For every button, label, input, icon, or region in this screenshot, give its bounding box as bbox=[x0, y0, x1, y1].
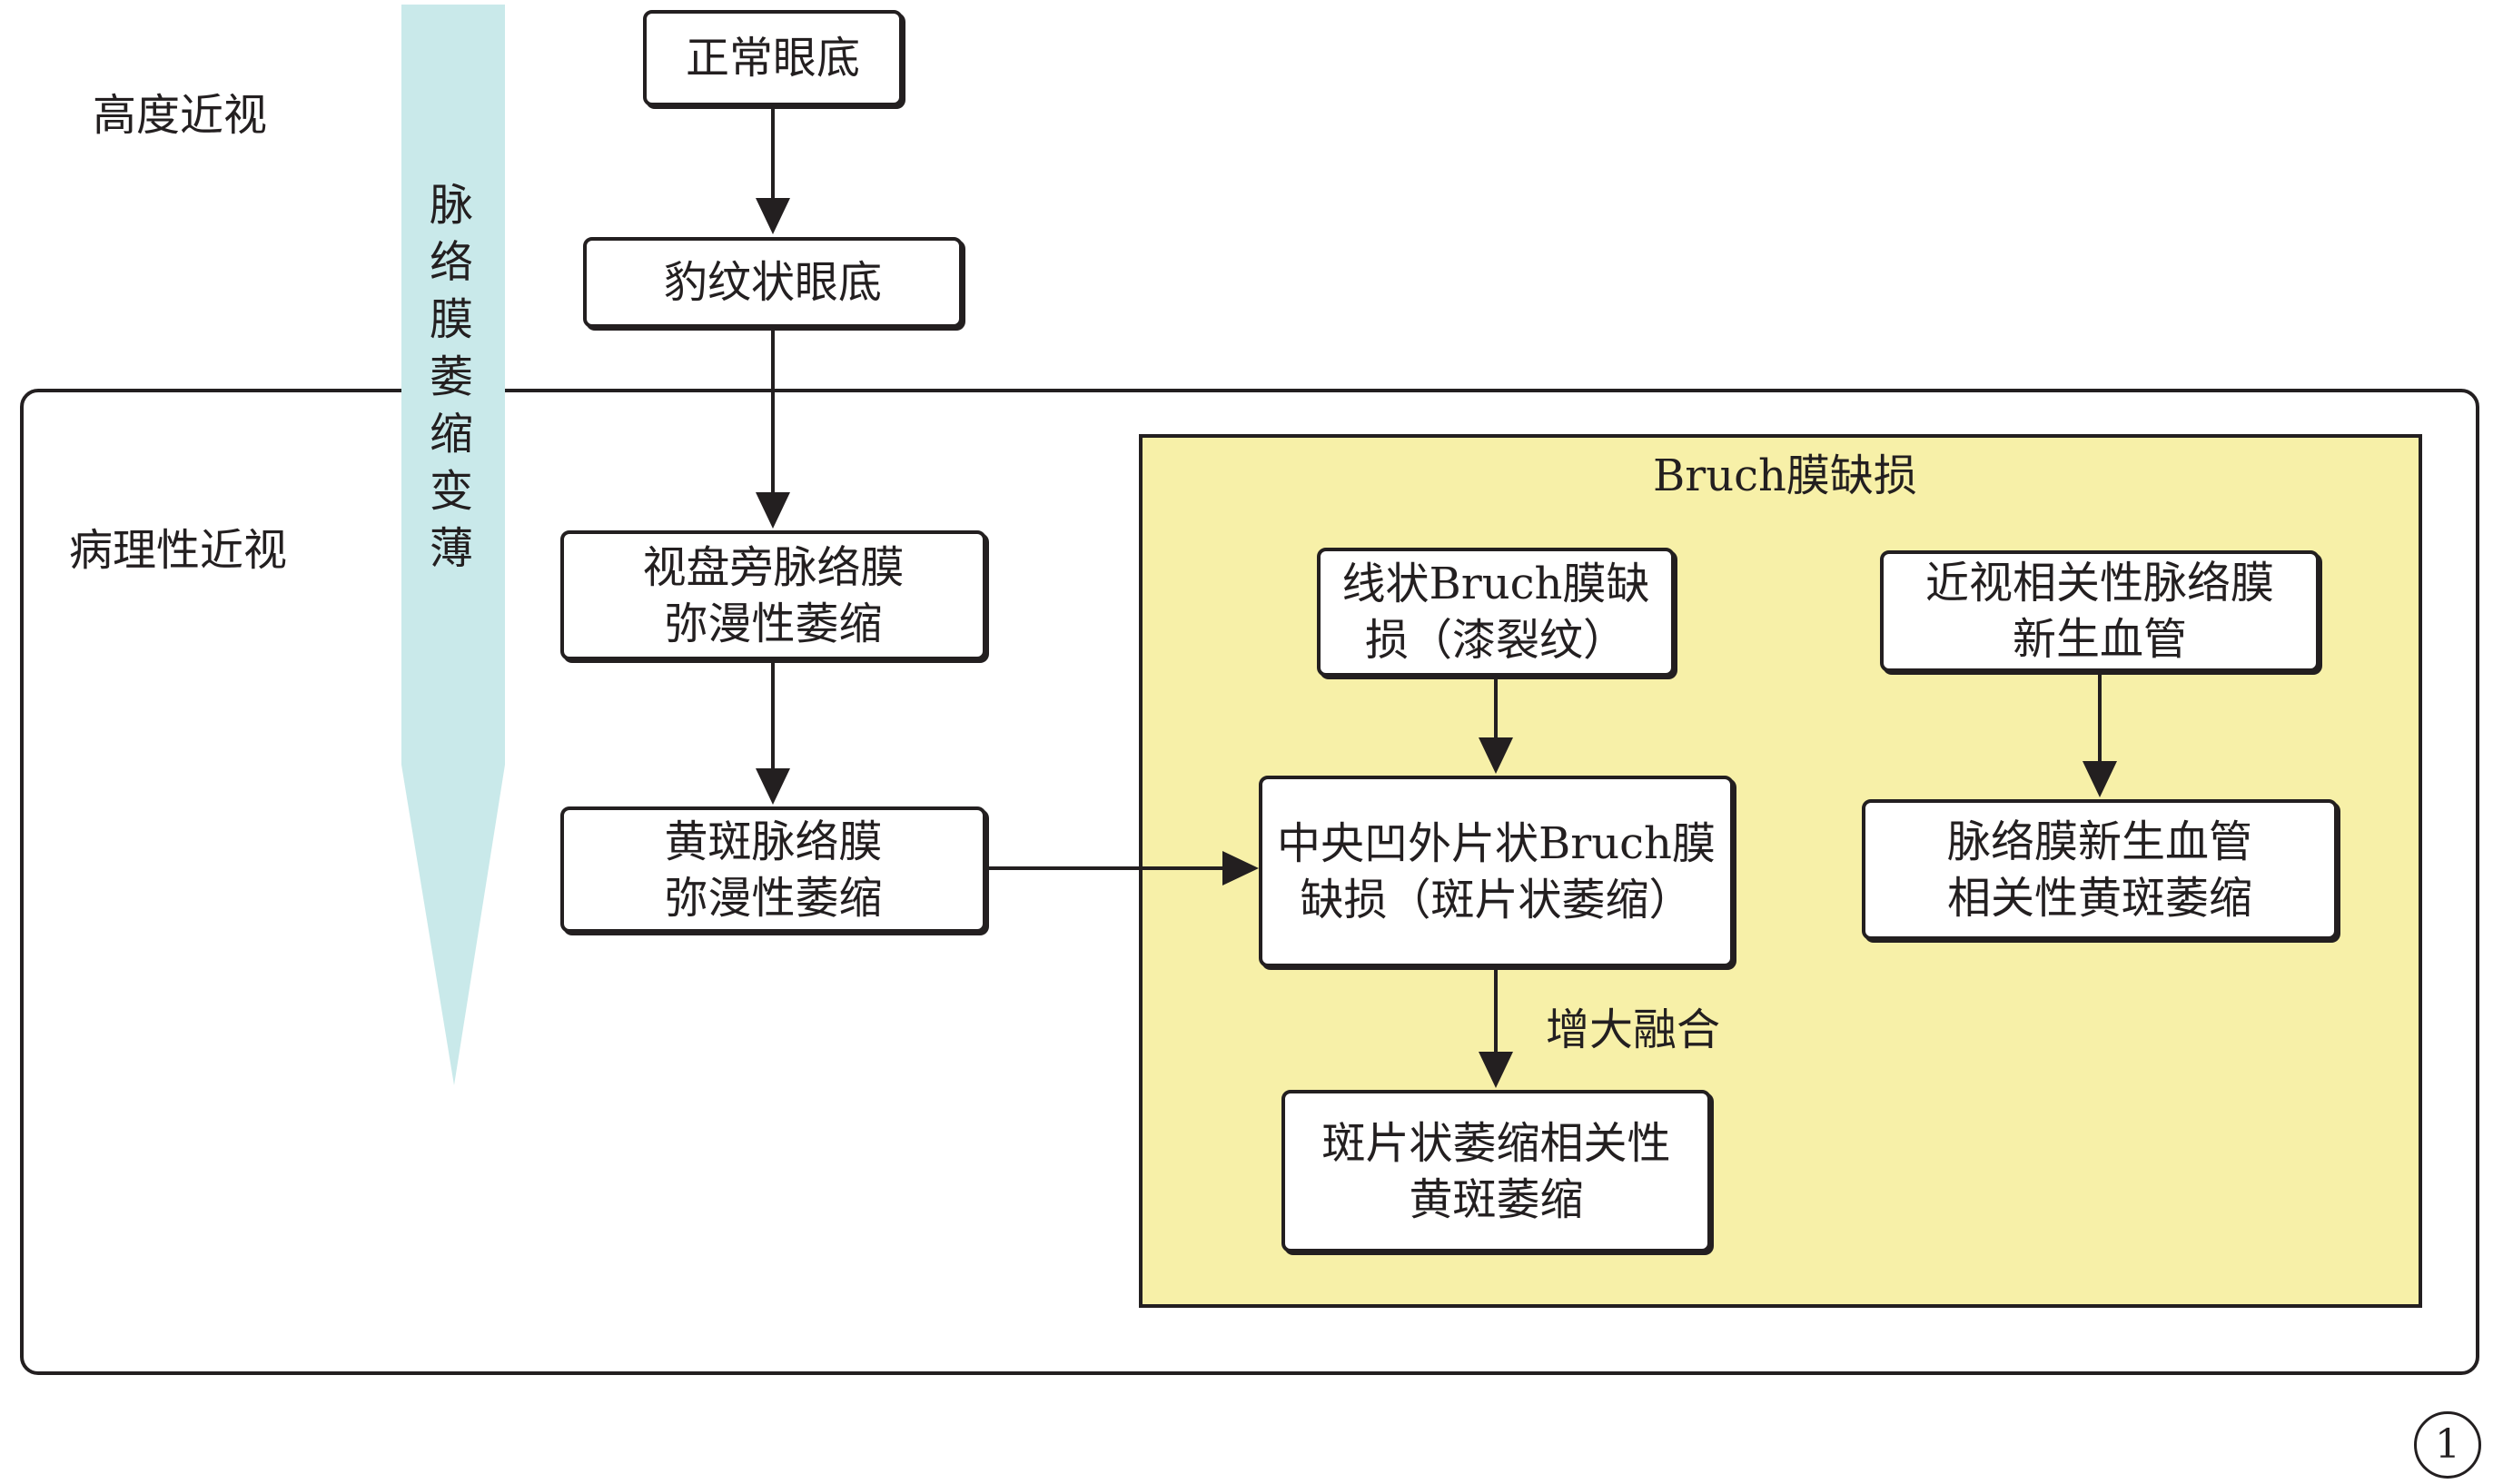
thinning-char: 络 bbox=[429, 237, 473, 288]
node-line: 豹纹状眼底 bbox=[663, 257, 882, 308]
node-line: 视盘旁脉络膜 bbox=[642, 541, 905, 593]
node-cnv-macular-atrophy: 脉络膜新生血管 相关性黄斑萎缩 bbox=[1862, 799, 2338, 940]
arrowhead-6 bbox=[1479, 1052, 1513, 1088]
node-line: 新生血管 bbox=[2012, 614, 2187, 665]
bruch-defect-panel-title: Bruch膜缺损 bbox=[1653, 450, 1917, 501]
node-line: 脉络膜新生血管 bbox=[1946, 816, 2252, 867]
node-line: 相关性黄斑萎缩 bbox=[1946, 872, 2252, 924]
node-line: 缺损（斑片状萎缩） bbox=[1300, 874, 1693, 925]
thinning-char: 变 bbox=[429, 466, 473, 517]
arrowhead-1 bbox=[756, 198, 790, 234]
node-extrafoveal-patchy-defect: 中央凹外片状Bruch膜 缺损（斑片状萎缩） bbox=[1259, 776, 1734, 967]
edge-label-enlarge-merge: 增大融合 bbox=[1546, 1004, 1721, 1055]
arrowhead-3 bbox=[756, 768, 790, 805]
node-myopic-cnv: 近视相关性脉络膜 新生血管 bbox=[1880, 550, 2320, 672]
figure-number-badge: 1 bbox=[2414, 1411, 2481, 1479]
node-line: 损（漆裂纹） bbox=[1364, 615, 1627, 666]
thinning-char: 脉 bbox=[429, 180, 473, 231]
node-peripapillary-diffuse-atrophy: 视盘旁脉络膜 弥漫性萎缩 bbox=[560, 530, 986, 660]
thinning-char: 缩 bbox=[429, 409, 473, 460]
node-line: 弥漫性萎缩 bbox=[664, 872, 883, 924]
arrowhead-5 bbox=[1479, 737, 1513, 774]
node-line: 线状Bruch膜缺 bbox=[1341, 559, 1650, 609]
node-line: 正常眼底 bbox=[685, 33, 860, 84]
node-line: 近视相关性脉络膜 bbox=[1924, 558, 2274, 608]
thinning-char: 萎 bbox=[429, 351, 473, 402]
node-patchy-macular-atrophy: 斑片状萎缩相关性 黄斑萎缩 bbox=[1281, 1090, 1711, 1252]
node-line: 黄斑萎缩 bbox=[1409, 1173, 1584, 1225]
node-line: 弥漫性萎缩 bbox=[664, 598, 883, 649]
node-tessellated-fundus: 豹纹状眼底 bbox=[583, 237, 963, 328]
arrowhead-7 bbox=[2083, 761, 2117, 797]
node-lacquer-cracks: 线状Bruch膜缺 损（漆裂纹） bbox=[1317, 548, 1675, 677]
stage-label-pathologic-myopia: 病理性近视 bbox=[69, 525, 288, 576]
node-line: 中央凹外片状Bruch膜 bbox=[1277, 817, 1716, 869]
node-line: 黄斑脉络膜 bbox=[664, 816, 883, 867]
node-line: 斑片状萎缩相关性 bbox=[1321, 1117, 1671, 1169]
thinning-char: 膜 bbox=[429, 294, 473, 345]
arrowhead-2 bbox=[756, 492, 790, 529]
node-normal-fundus: 正常眼底 bbox=[643, 10, 903, 106]
choroid-thinning-label: 脉 络 膜 萎 缩 变 薄 bbox=[420, 177, 483, 578]
thinning-char: 薄 bbox=[429, 523, 473, 574]
stage-label-high-myopia: 高度近视 bbox=[93, 90, 268, 141]
choroid-thinning-gradient-bar bbox=[401, 5, 505, 1085]
node-macular-diffuse-atrophy: 黄斑脉络膜 弥漫性萎缩 bbox=[560, 806, 986, 933]
arrowhead-4 bbox=[1222, 851, 1259, 885]
